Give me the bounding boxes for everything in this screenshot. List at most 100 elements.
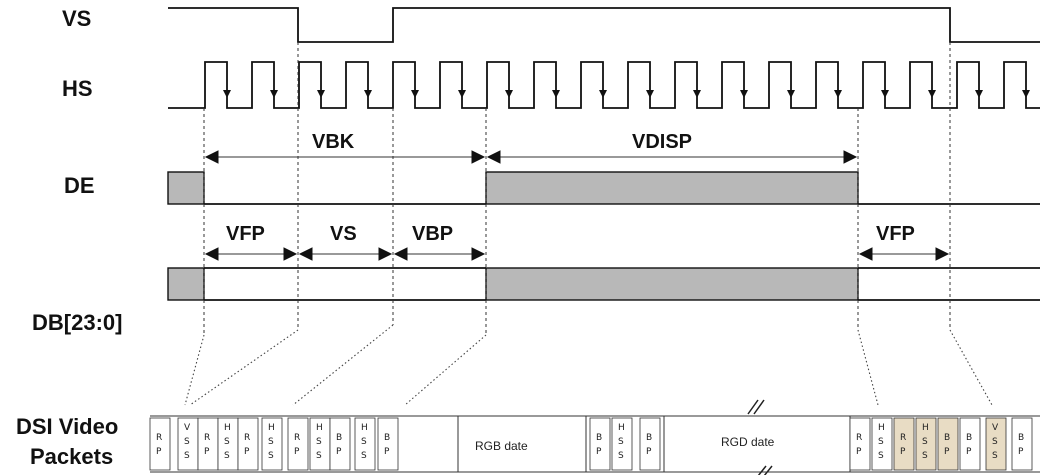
packet-cell-letter: S [878, 437, 884, 447]
packet-cell-letter: P [596, 447, 602, 457]
dsi-packet-row: RGB date RGD date RPVSSRPHSSRPHSSRPHSSBP… [149, 399, 1040, 475]
vbp-label: VBP [412, 223, 453, 245]
packet-cell [893, 417, 915, 471]
packet-cell-letter: B [646, 433, 652, 443]
db-idle-lines-end [858, 267, 1040, 301]
packet-cell-letter: S [992, 451, 998, 461]
de-active-bar-start [167, 171, 205, 205]
packet-cell [959, 417, 981, 471]
vbk-label: VBK [312, 131, 355, 153]
packet-cell-letter: P [966, 447, 972, 457]
vfp-end-label: VFP [876, 223, 915, 245]
packet-cell-letter: S [361, 451, 367, 461]
packet-cell-letter: S [618, 437, 624, 447]
packet-cell [915, 417, 937, 471]
interval-arrows [204, 150, 950, 261]
hs-edge-arrow [975, 90, 983, 98]
packet-cell [149, 417, 171, 471]
dsi-label-line2: Packets [30, 444, 113, 469]
packet-cell-letter: P [646, 447, 652, 457]
packet-cell-letter: H [922, 423, 929, 433]
packet-cell-letter: P [944, 447, 950, 457]
packet-cell-letter: H [268, 423, 275, 433]
vdisp-label: VDISP [632, 131, 692, 153]
packet-cell-letter: S [992, 437, 998, 447]
packet-cell [849, 417, 871, 471]
packet-cell-letter: H [878, 423, 885, 433]
packet-cell-letter: S [268, 451, 274, 461]
hs-edge-arrow [928, 90, 936, 98]
rgb-data-label-1: RGB date [475, 439, 528, 453]
packet-cell-letter: R [204, 433, 210, 443]
db-active-bar-start [167, 267, 205, 301]
packet-cell-letter: P [856, 447, 862, 457]
packet-cell-letter: R [244, 433, 250, 443]
packet-cell-letter: R [900, 433, 906, 443]
packet-cell-letter: S [878, 451, 884, 461]
packet-mapping-lines [184, 324, 993, 406]
vs-waveform [168, 7, 1040, 43]
packet-cell [329, 417, 351, 471]
packet-row-borders [150, 415, 1040, 473]
packet-cell-letter: P [900, 447, 906, 457]
packet-cell-letter: B [944, 433, 950, 443]
timing-guide-lines [203, 42, 951, 335]
packet-cell [639, 417, 661, 471]
packet-cell-letter: S [224, 451, 230, 461]
vs-signal-label: VS [62, 6, 91, 31]
hs-edge-arrow [787, 90, 795, 98]
db-idle-lines [204, 267, 486, 301]
packet-cell [377, 417, 399, 471]
packet-cell [261, 417, 283, 471]
packet-cell-letter: S [268, 437, 274, 447]
vfp-label: VFP [226, 223, 265, 245]
hs-edge-arrow [599, 90, 607, 98]
packet-cell-letter: V [992, 423, 999, 433]
packet-cell [871, 417, 893, 471]
packet-cell-letter: S [922, 437, 928, 447]
packet-cell-letter: H [224, 423, 231, 433]
packet-cell-letter: P [336, 447, 342, 457]
packet-cell-letter: P [204, 447, 210, 457]
vs-interval-label: VS [330, 223, 357, 245]
packet-cell-letter: P [244, 447, 250, 457]
db-signal-label: DB[23:0] [32, 310, 122, 335]
packet-cell-letter: P [384, 447, 390, 457]
hs-edge-arrow [411, 90, 419, 98]
packet-cell [589, 417, 611, 471]
packet-cell-letter: S [184, 451, 190, 461]
packet-cell [611, 417, 633, 471]
packet-cell-letter: P [1018, 447, 1024, 457]
hs-edge-arrow [646, 90, 654, 98]
packet-cell-letter: R [156, 433, 162, 443]
packet-cell-letter: S [316, 437, 322, 447]
packet-cell-letter: B [384, 433, 390, 443]
db-waveform [167, 267, 1040, 301]
packet-cell-letter: S [184, 437, 190, 447]
hs-edge-arrow [270, 90, 278, 98]
packet-cell-letter: S [922, 451, 928, 461]
packet-cell-letter: S [361, 437, 367, 447]
packet-cell-letter: S [316, 451, 322, 461]
hs-edge-arrow [317, 90, 325, 98]
packet-cell-letter: B [336, 433, 342, 443]
packet-cell-letter: B [1018, 433, 1024, 443]
hs-waveform [168, 61, 1040, 109]
hs-edge-arrow [364, 90, 372, 98]
hs-edge-arrow [505, 90, 513, 98]
de-waveform [167, 171, 1040, 205]
packet-cell [197, 417, 219, 471]
rgb-data-label-2: RGD date [721, 435, 775, 449]
packet-cell-letter: P [156, 447, 162, 457]
hs-edge-arrow [693, 90, 701, 98]
packet-cell-letter: B [966, 433, 972, 443]
break-marks [747, 399, 773, 475]
packet-cell-letter: H [361, 423, 368, 433]
dsi-label-line1: DSI Video [16, 414, 118, 439]
hs-edge-arrow [834, 90, 842, 98]
hs-signal-label: HS [62, 76, 93, 101]
packet-cell-letter: B [596, 433, 602, 443]
hs-edge-arrow [881, 90, 889, 98]
packet-cell [287, 417, 309, 471]
